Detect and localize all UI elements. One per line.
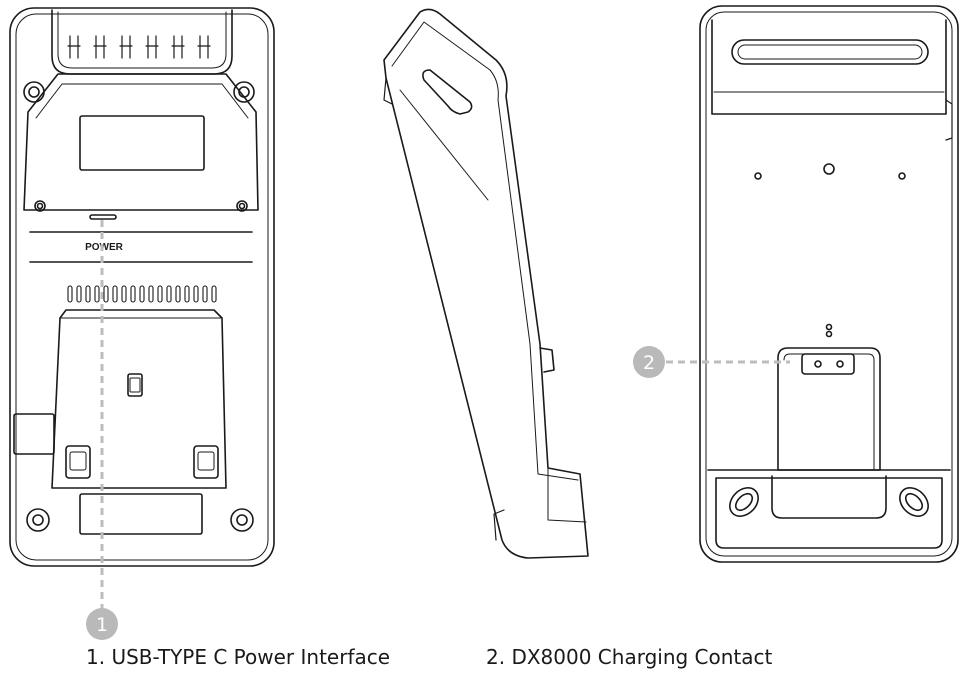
front-mount-plate	[51, 309, 227, 489]
caption-charging-contact: 2. DX8000 Charging Contact	[486, 645, 773, 669]
rear-handle-slot	[731, 39, 929, 65]
rear-mount-holes	[754, 163, 906, 338]
front-latches	[65, 445, 219, 479]
handle-clips	[67, 35, 211, 59]
front-side-connector	[13, 413, 55, 455]
front-outer-body	[9, 7, 275, 567]
front-vents	[67, 285, 217, 303]
rear-view	[699, 5, 959, 563]
front-upper-panel	[23, 73, 259, 211]
side-profile-outer	[383, 8, 589, 559]
callout-1-number: 1	[96, 614, 108, 636]
rear-handle	[711, 19, 947, 115]
caption-usb-type-c: 1. USB-TYPE C Power Interface	[86, 645, 391, 669]
front-screws-top	[23, 81, 255, 212]
callout-2-number: 2	[643, 352, 655, 374]
rear-contact-housing	[777, 347, 881, 471]
front-handle	[51, 9, 233, 75]
callout-2-badge	[633, 346, 665, 378]
charging-contact	[801, 353, 855, 375]
usb-c-port	[89, 214, 117, 220]
front-view: POWER	[9, 7, 275, 567]
callout-2: 2	[633, 346, 790, 378]
callout-1: 1	[86, 220, 118, 640]
side-view	[383, 8, 589, 559]
front-bottom-label	[79, 493, 203, 535]
rear-base-feet	[729, 487, 929, 517]
front-label-window	[79, 115, 205, 171]
callout-1-badge	[86, 608, 118, 640]
power-label: POWER	[85, 242, 124, 253]
front-screws-bottom	[26, 508, 254, 532]
rear-outer-body	[699, 5, 959, 563]
